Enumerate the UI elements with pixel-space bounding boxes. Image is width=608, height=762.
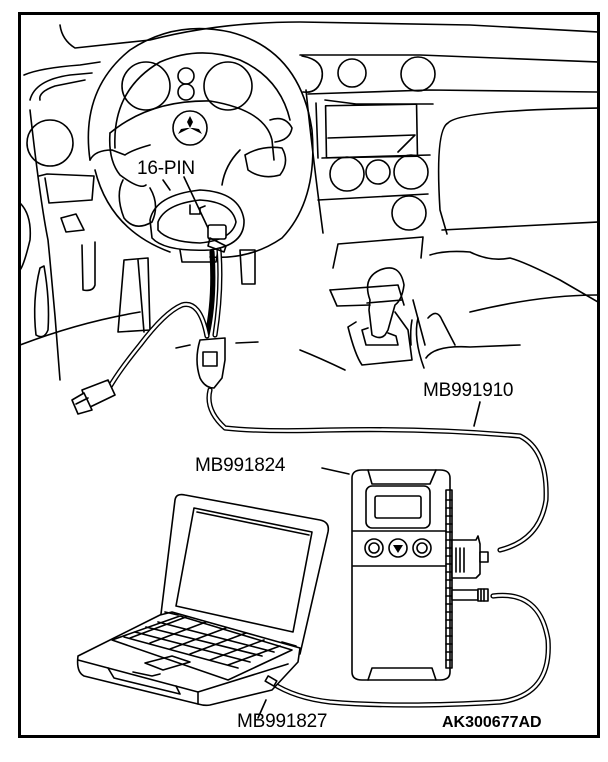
leader-mb991827 bbox=[257, 699, 267, 719]
label-mb991827: MB991827 bbox=[237, 711, 328, 732]
gear-shifter bbox=[366, 267, 405, 339]
label-16-pin: 16-PIN bbox=[137, 158, 195, 179]
label-mb991910: MB991910 bbox=[423, 380, 514, 401]
steering-wheel bbox=[87, 27, 314, 263]
main-harness-cable bbox=[105, 247, 551, 708]
vent-icon bbox=[400, 56, 436, 92]
figure-code: AK300677AD bbox=[442, 714, 542, 731]
vci-button-esc bbox=[364, 538, 384, 558]
laptop-keyboard bbox=[111, 615, 293, 681]
laptop bbox=[76, 493, 330, 707]
vci-unit bbox=[351, 469, 489, 681]
vci-button-down bbox=[388, 538, 408, 558]
harness-plug bbox=[71, 379, 116, 415]
left-vent-icon bbox=[26, 119, 74, 167]
label-mb991824: MB991824 bbox=[195, 455, 286, 476]
vci-button-enter bbox=[412, 538, 432, 558]
climate-knob-icon bbox=[365, 159, 391, 185]
leader-16pin-2 bbox=[183, 176, 209, 229]
tachometer-icon bbox=[203, 61, 253, 111]
climate-knob-icon bbox=[329, 156, 365, 192]
leader-mb991910 bbox=[473, 401, 481, 427]
mitsubishi-emblem-icon bbox=[172, 110, 208, 146]
vci-display bbox=[374, 495, 422, 519]
laptop-touchpad bbox=[144, 655, 191, 671]
climate-knob-icon bbox=[393, 154, 429, 190]
diagnosis-connector bbox=[207, 224, 227, 253]
speedometer-icon bbox=[121, 61, 171, 111]
vent-icon bbox=[337, 58, 367, 88]
leader-16pin bbox=[162, 179, 171, 191]
dashboard bbox=[21, 21, 597, 381]
console-knob-icon bbox=[391, 195, 427, 231]
harness-y-block bbox=[196, 337, 226, 389]
laptop-screen bbox=[175, 507, 313, 633]
radio-display bbox=[324, 103, 419, 159]
leader-mb991824 bbox=[321, 467, 350, 475]
